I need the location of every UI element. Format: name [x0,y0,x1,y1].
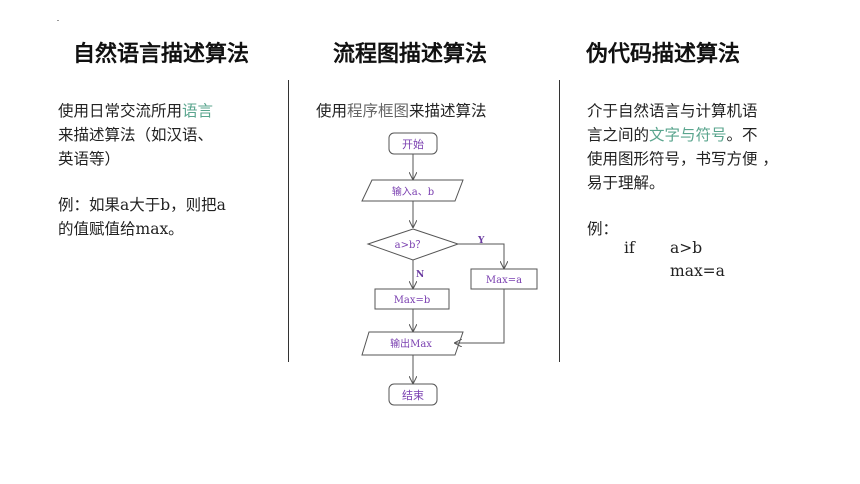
pseudo-line-4: 易于理解。 [587,174,665,192]
yes-branch-label: Y [477,236,485,246]
decision-label: a>b？ [395,240,426,251]
output-label: 输出Max [390,337,432,350]
pseudocode-title: 伪代码描述算法 [586,42,741,67]
no-branch-label: N [416,270,424,280]
highlight-language: 语言 [182,102,214,120]
example-line-2: 的值赋值给max。 [58,220,184,238]
yes-box-label: Max=a [486,275,522,286]
flowchart-description: 使用程序框图来描述算法 [316,102,487,120]
pseudocode-description: 介于自然语言与计算机语 言之间的文字与符号。不 使用图形符号，书写方便 ， 易于… [587,99,827,241]
input-parallelogram [361,179,464,202]
divider-left [288,80,289,362]
desc-line-2: 来描述算法（如汉语、 [58,126,214,144]
pseudo-example-label: 例： [587,220,619,238]
output-parallelogram [361,331,464,356]
desc-line-3: 英语等） [58,150,121,168]
natural-language-title: 自然语言描述算法 [73,42,250,67]
flowchart-title: 流程图描述算法 [333,42,488,67]
pseudo-line-1: 介于自然语言与计算机语 [587,102,758,120]
example-line-1: 例：如果a大于b，则把a [58,196,226,214]
pseudo-line-3: 使用图形符号，书写方便 ， [587,150,778,168]
start-label: 开始 [402,137,424,151]
divider-right [559,80,560,362]
natural-language-description: 使用日常交流所用语言 来描述算法（如汉语、 英语等） 例：如果a大于b，则把a … [58,99,278,241]
code-if-keyword: if [624,239,635,257]
arrow-yes-merge [455,289,505,343]
no-process-box [374,288,450,310]
input-label: 输入a、b [392,185,434,198]
code-if-condition: a>b [670,239,703,257]
arrow-yes-branch [458,243,504,268]
end-terminal [388,383,438,406]
pseudo-line-2: 言之间的文字与符号。不 [587,126,758,144]
end-label: 结束 [402,389,424,402]
highlight-text-symbols: 文字与符号 [649,126,727,144]
decorative-dot [57,20,59,21]
no-box-label: Max=b [394,295,431,306]
code-assignment: max=a [670,262,725,280]
highlight-program-diagram: 程序框图 [347,102,410,120]
desc-line-1: 使用日常交流所用语言 [58,102,214,120]
